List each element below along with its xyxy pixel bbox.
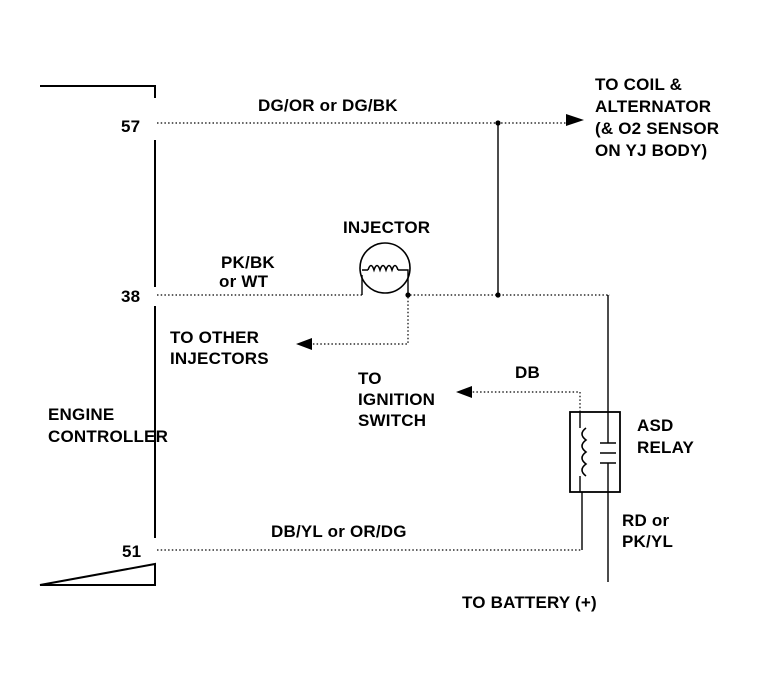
junction-dot-top (495, 120, 501, 126)
battery-wire-color-line1: RD or (622, 511, 669, 530)
coil-dest-line4: ON YJ BODY) (595, 141, 707, 160)
wire-to-other-injectors (310, 297, 409, 345)
arrow-to-coil (566, 114, 584, 126)
coil-dest-line3: (& O2 SENSOR (595, 119, 719, 138)
ignition-dest-line1: TO (358, 369, 382, 388)
injector-wire-color-line2: or WT (219, 272, 269, 291)
injector-wire-color-line1: PK/BK (221, 253, 275, 272)
coil-dest-line1: TO COIL & (595, 75, 682, 94)
relay-label-line1: ASD (637, 416, 674, 435)
asd-relay-box (569, 411, 621, 493)
controller-label-line2: CONTROLLER (48, 427, 168, 446)
battery-wire-color-line2: PK/YL (622, 532, 673, 551)
pin-38-label: 38 (121, 287, 140, 306)
relay-contacts-icon (600, 442, 616, 464)
arrow-to-ignition (456, 386, 472, 398)
injector-label: INJECTOR (343, 218, 430, 237)
injector-coil-icon (367, 264, 399, 273)
pin-57-label: 57 (121, 117, 140, 136)
controller-label-line1: ENGINE (48, 405, 114, 424)
other-injectors-line2: INJECTORS (170, 349, 269, 368)
top-wire-color-label: DG/OR or DG/BK (258, 96, 398, 115)
junction-dot-middle (495, 292, 501, 298)
wire-to-ignition (470, 391, 581, 412)
other-injectors-line1: TO OTHER (170, 328, 259, 347)
ignition-dest-line3: SWITCH (358, 411, 426, 430)
arrow-to-other-injectors (296, 338, 312, 350)
injector-lead-right (362, 269, 409, 295)
battery-dest-label: TO BATTERY (+) (462, 593, 597, 612)
pin-51-label: 51 (122, 542, 141, 561)
ignition-dest-line2: IGNITION (358, 390, 435, 409)
engine-controller-box (39, 85, 156, 586)
bottom-wire-color-label: DB/YL or OR/DG (271, 522, 407, 541)
relay-internal-leads (579, 412, 609, 492)
relay-label-line2: RELAY (637, 438, 695, 457)
junction-dot-injector (405, 292, 411, 298)
relay-coil-icon (581, 427, 588, 477)
injector-symbol (359, 242, 411, 294)
ignition-wire-color-label: DB (515, 363, 540, 382)
coil-dest-line2: ALTERNATOR (595, 97, 711, 116)
